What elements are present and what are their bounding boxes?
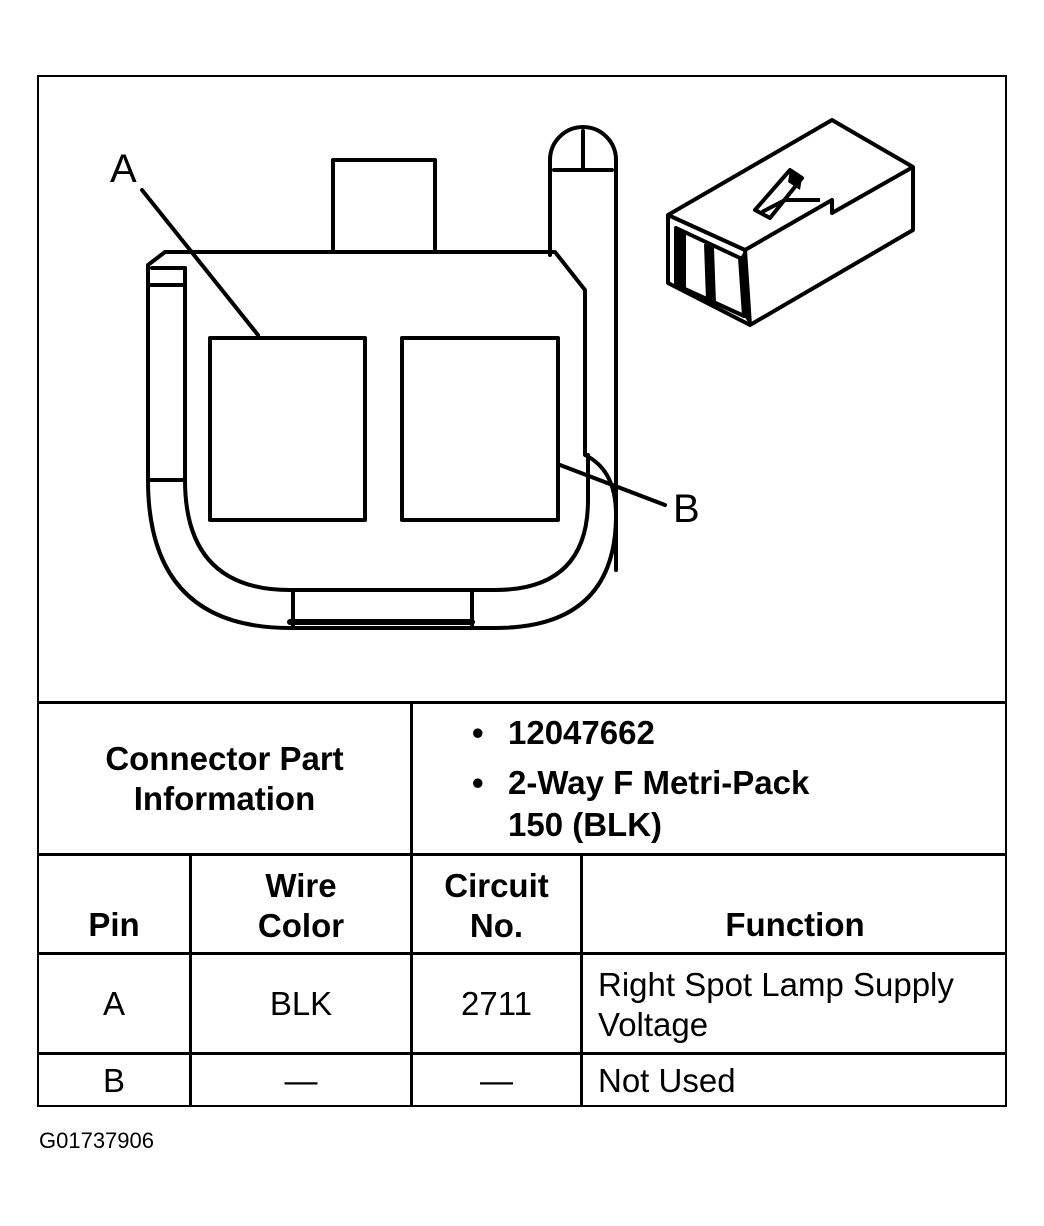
row-b-function: Not Used: [598, 1062, 736, 1099]
col-divider-circuit: [580, 853, 583, 1107]
row-b-pin: B: [102, 1062, 125, 1099]
part-description-line2: 150 (BLK): [508, 806, 663, 843]
terminal-cavity-a: [208, 336, 367, 522]
connector-body-inner: [183, 266, 590, 592]
info-divider: [410, 701, 413, 855]
bullet-description: • 2-Way F Metri-Pack 150 (BLK): [472, 762, 992, 846]
header-function: Function: [583, 900, 1007, 950]
info-label-line2: Information: [133, 779, 316, 817]
header-pin-label: Pin: [88, 906, 140, 943]
bullet-part-number: • 12047662: [472, 712, 992, 754]
header-no-label: No.: [469, 907, 524, 944]
row-a-function-line1: Right Spot Lamp Supply: [598, 966, 954, 1003]
connector-lock-arm: [548, 125, 618, 572]
row-a-function-line2: Voltage: [598, 1006, 709, 1043]
part-number: 12047662: [508, 714, 655, 751]
row-a-pin: A: [102, 984, 125, 1022]
bullet-dot: •: [472, 764, 484, 801]
row-a-circuit: 2711: [461, 984, 532, 1022]
pin-callout-a: A: [110, 147, 137, 191]
bullet-dot: •: [472, 714, 484, 751]
row-a-bottom-border: [37, 1052, 1007, 1055]
col-divider-wire: [410, 853, 413, 1107]
figure-code: G01737906: [39, 1128, 154, 1153]
pin-callout-b: B: [673, 487, 700, 531]
part-description-line1: 2-Way F Metri-Pack: [508, 764, 810, 801]
row-a-wire-color: BLK: [269, 984, 333, 1022]
row-a-function: Right Spot Lamp Supply Voltage: [598, 965, 1007, 1045]
header-wire-color: Wire Color: [192, 862, 410, 950]
connector-isometric-view: [666, 118, 915, 327]
terminal-cavity-b: [400, 336, 560, 522]
row-b-wire-color: —: [284, 1062, 318, 1099]
header-wire-label: Wire: [265, 867, 337, 904]
col-divider-pin: [189, 853, 192, 1107]
connector-part-info-values: • 12047662 • 2-Way F Metri-Pack 150 (BLK…: [472, 712, 992, 846]
row-b-circuit: —: [480, 1062, 513, 1099]
header-pin: Pin: [39, 900, 189, 950]
header-circuit-no: Circuit No.: [413, 862, 580, 950]
header-circuit-label: Circuit: [444, 867, 549, 904]
info-label-line1: Connector Part: [105, 739, 344, 777]
figure-frame: [37, 75, 1007, 1107]
leader-line-b: [558, 463, 667, 507]
table-top-border: [37, 701, 1007, 704]
header-color-label: Color: [257, 907, 345, 944]
leader-line-a: [140, 188, 260, 337]
header-bottom-border: [37, 952, 1007, 955]
connector-body-outer: [146, 250, 618, 630]
connector-latch-tab: [331, 158, 437, 254]
connector-part-info-label: Connector Part Information: [39, 704, 410, 853]
info-bottom-border: [37, 853, 1007, 856]
header-function-label: Function: [725, 906, 865, 943]
